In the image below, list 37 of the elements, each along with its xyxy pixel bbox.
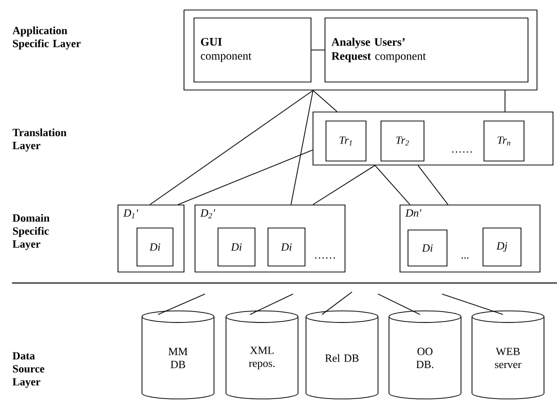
layer-label: Domain Specific Layer (12, 214, 50, 250)
connector-line (290, 90, 314, 205)
component-box: Analyse Users’ Request component (324, 18, 528, 82)
component-box: Tr$_{1}$ (326, 120, 366, 162)
layer-label: Application Specific Layer (12, 26, 81, 50)
database-cylinder: OO DB. (388, 310, 462, 400)
database-cylinder: MM DB (142, 310, 214, 400)
component-box: Tr$_{2}$ (380, 120, 424, 162)
connector-line (150, 90, 314, 205)
layer-label: Data Source Layer (12, 352, 44, 388)
layer-label: Translation Layer (12, 128, 66, 152)
connector-line (442, 294, 504, 315)
component-box: Dj (482, 228, 522, 266)
layer-box (312, 112, 554, 166)
connector-line (378, 294, 420, 315)
ellipsis: ... (462, 257, 468, 259)
layer-box (184, 10, 538, 90)
database-cylinder: WEB server (472, 310, 544, 400)
database-cylinder: Rel DB (306, 310, 378, 400)
connector-line (418, 164, 448, 205)
connector-line (504, 90, 506, 112)
connector-line (312, 164, 376, 205)
connector-line (178, 150, 313, 205)
connector-line (322, 292, 352, 315)
connector-line (374, 164, 410, 205)
ellipsis: …… (315, 257, 335, 259)
component-box: Di (268, 228, 306, 266)
connector-line (312, 90, 338, 112)
connector-line (158, 294, 206, 315)
component-box: Di (136, 228, 174, 266)
component-box: Di (408, 230, 448, 266)
database-cylinder: XML repos. (226, 310, 298, 400)
ellipsis: …… (452, 151, 472, 153)
component-box: GUI component (194, 18, 312, 82)
connector-line (250, 294, 294, 315)
component-box: Tr$_{n}$ (484, 120, 524, 162)
component-box: Di (218, 228, 256, 266)
